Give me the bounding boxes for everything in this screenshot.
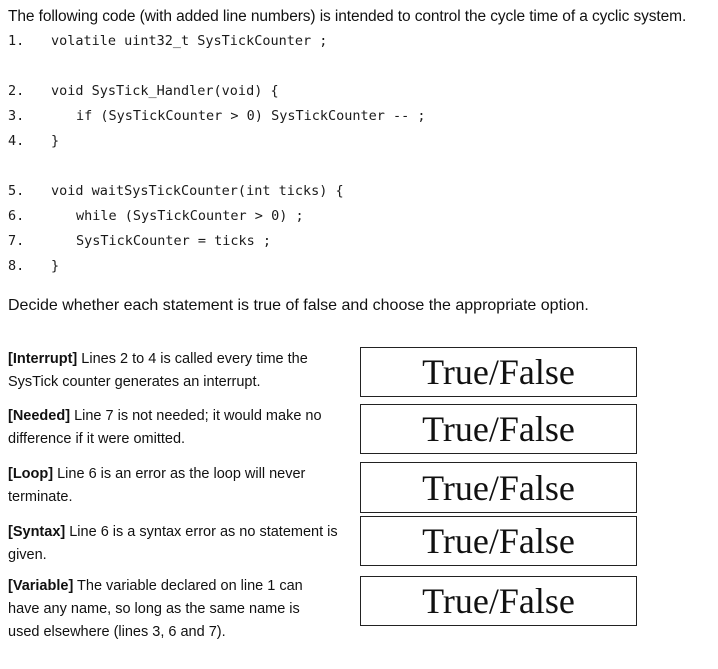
code-text: if (SysTickCounter > 0) SysTickCounter -… <box>76 108 426 124</box>
statement-tag: [Needed] <box>8 408 71 424</box>
code-text: void waitSysTickCounter(int ticks) { <box>51 183 344 199</box>
line-number: 7. <box>8 233 25 249</box>
statement-text: Line 6 is a syntax error as no statement… <box>8 524 338 563</box>
line-number: 8. <box>8 258 25 274</box>
statement-variable: [Variable] The variable declared on line… <box>8 575 333 644</box>
code-line-7: 7. SysTickCounter = ticks ; <box>8 233 271 281</box>
line-number: 1. <box>8 33 25 49</box>
statement-tag: [Syntax] <box>8 524 66 540</box>
true-false-select-syntax[interactable]: True/False <box>360 516 637 566</box>
statement-text: The variable declared on line 1 can have… <box>8 578 303 640</box>
code-line-4: 4. } <box>8 133 59 181</box>
statement-loop: [Loop] Line 6 is an error as the loop wi… <box>8 463 343 509</box>
statement-tag: [Variable] <box>8 578 74 594</box>
code-text: } <box>51 258 60 274</box>
line-number: 2. <box>8 83 25 99</box>
line-number: 4. <box>8 133 25 149</box>
code-text: volatile uint32_t SysTickCounter ; <box>51 33 328 49</box>
statement-text: Lines 2 to 4 is called every time the Sy… <box>8 351 308 390</box>
true-false-select-variable[interactable]: True/False <box>360 576 637 626</box>
code-text: } <box>51 133 60 149</box>
statement-tag: [Interrupt] <box>8 351 78 367</box>
instruction-text: Decide whether each statement is true of… <box>8 297 589 314</box>
statement-interrupt: [Interrupt] Lines 2 to 4 is called every… <box>8 348 343 394</box>
statement-syntax: [Syntax] Line 6 is a syntax error as no … <box>8 521 343 567</box>
statement-text: Line 7 is not needed; it would make no d… <box>8 408 322 447</box>
line-number: 6. <box>8 208 25 224</box>
line-number: 5. <box>8 183 25 199</box>
code-text: void SysTick_Handler(void) { <box>51 83 279 99</box>
code-line-2: 2. void SysTick_Handler(void) { <box>8 83 279 131</box>
line-number: 3. <box>8 108 25 124</box>
code-text: while (SysTickCounter > 0) ; <box>76 208 304 224</box>
code-line-8: 8. } <box>8 258 59 306</box>
statement-needed: [Needed] Line 7 is not needed; it would … <box>8 405 343 451</box>
true-false-select-loop[interactable]: True/False <box>360 462 637 513</box>
intro-text: The following code (with added line numb… <box>8 8 687 25</box>
code-line-5: 5. void waitSysTickCounter(int ticks) { <box>8 183 344 231</box>
true-false-select-needed[interactable]: True/False <box>360 404 637 454</box>
statement-text: Line 6 is an error as the loop will neve… <box>8 466 306 505</box>
code-line-3: 3. if (SysTickCounter > 0) SysTickCounte… <box>8 108 426 156</box>
code-line-1: 1. volatile uint32_t SysTickCounter ; <box>8 33 327 81</box>
code-text: SysTickCounter = ticks ; <box>76 233 272 249</box>
true-false-select-interrupt[interactable]: True/False <box>360 347 637 397</box>
statement-tag: [Loop] <box>8 466 54 482</box>
code-line-6: 6. while (SysTickCounter > 0) ; <box>8 208 304 256</box>
